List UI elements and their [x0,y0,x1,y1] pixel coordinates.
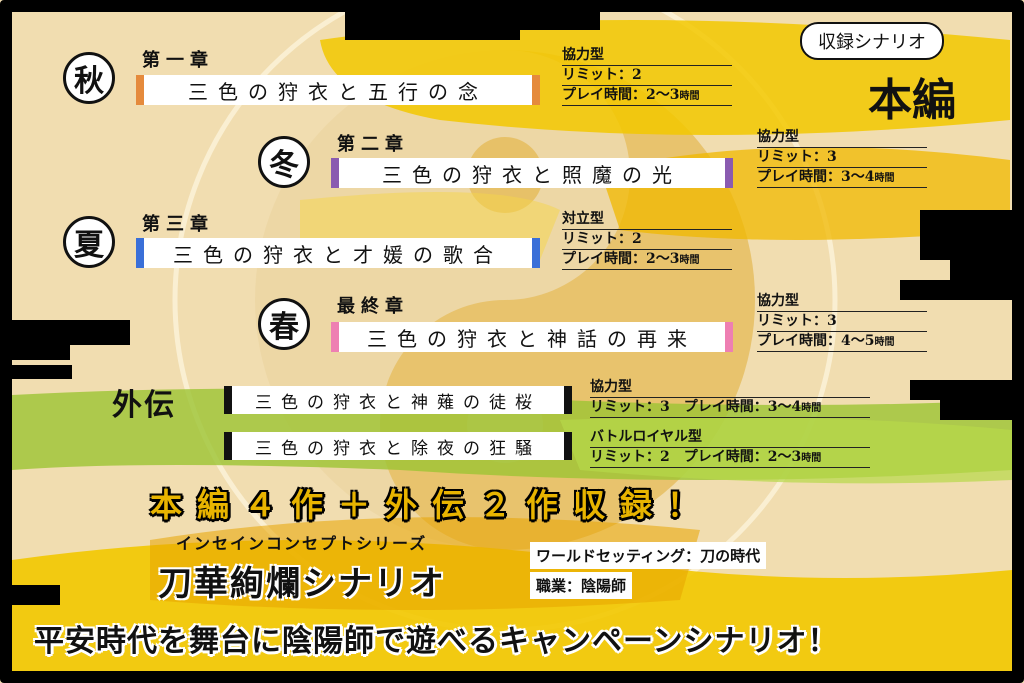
chapter-title-bar: 三色の狩衣と才媛の歌合 [136,238,540,268]
scenario-type: 協力型 [590,378,870,398]
main-story-heading: 本編 [868,75,956,126]
season-badge-spring: 春 [258,298,310,350]
scenario-playtime: プレイ時間：2～3時間 [562,250,732,270]
scenario-type: 協力型 [757,292,927,312]
gaiden-title-bar: 三色の狩衣と神薙の徒桜 [224,386,572,414]
footer-tagline: 平安時代を舞台に陰陽師で遊べるキャンペーンシナリオ！ [34,624,839,659]
gaiden-info: 協力型 リミット：3 プレイ時間：3～4時間 [590,378,870,418]
series-title: 刀華絢爛シナリオ [158,564,446,604]
scenario-limit: リミット：3 [757,148,927,168]
chapter-title-bar: 三色の狩衣と照魔の光 [331,158,733,188]
chapter-info: 協力型 リミット：3 プレイ時間：4～5時間 [757,292,927,352]
season-badge-autumn: 秋 [63,52,115,104]
chapter-info: 対立型 リミット：2 プレイ時間：2～3時間 [562,210,732,270]
chapter-info: 協力型 リミット：3 プレイ時間：3～4時間 [757,128,927,188]
scenario-detail: リミット：2 プレイ時間：2～3時間 [590,448,870,468]
scenario-type: 対立型 [562,210,732,230]
scenario-limit: リミット：3 [757,312,927,332]
season-badge-summer: 夏 [63,216,115,268]
chapter-title-bar: 三色の狩衣と五行の念 [136,75,540,105]
scenario-playtime: プレイ時間：2～3時間 [562,86,732,106]
season-badge-winter: 冬 [258,136,310,188]
scenario-limit: リミット：2 [562,230,732,250]
scenario-type: バトルロイヤル型 [590,428,870,448]
chapter-label: 第三章 [142,214,214,235]
headline: 本編４作＋外伝２作収録！ [150,486,715,524]
chapter-label: 最終章 [337,296,409,317]
chapter-label: 第一章 [142,50,214,71]
scenario-type: 協力型 [562,46,732,66]
world-setting: ワールドセッティング：刀の時代 [530,542,767,569]
gaiden-info: バトルロイヤル型 リミット：2 プレイ時間：2～3時間 [590,428,870,468]
chapter-info: 協力型 リミット：2 プレイ時間：2～3時間 [562,46,732,106]
series-subtitle: インセインコンセプトシリーズ [176,534,428,553]
chapter-label: 第二章 [337,134,409,155]
scenario-detail: リミット：3 プレイ時間：3～4時間 [590,398,870,418]
scenario-playtime: プレイ時間：3～4時間 [757,168,927,188]
job-label: 職業：陰陽師 [530,572,633,599]
scenario-type: 協力型 [757,128,927,148]
gaiden-title-bar: 三色の狩衣と除夜の狂騒 [224,432,572,460]
chapter-title-bar: 三色の狩衣と神話の再来 [331,322,733,352]
scenario-limit: リミット：2 [562,66,732,86]
scenario-playtime: プレイ時間：4～5時間 [757,332,927,352]
collected-scenarios-badge: 収録シナリオ [800,22,944,60]
gaiden-heading: 外伝 [112,388,176,423]
